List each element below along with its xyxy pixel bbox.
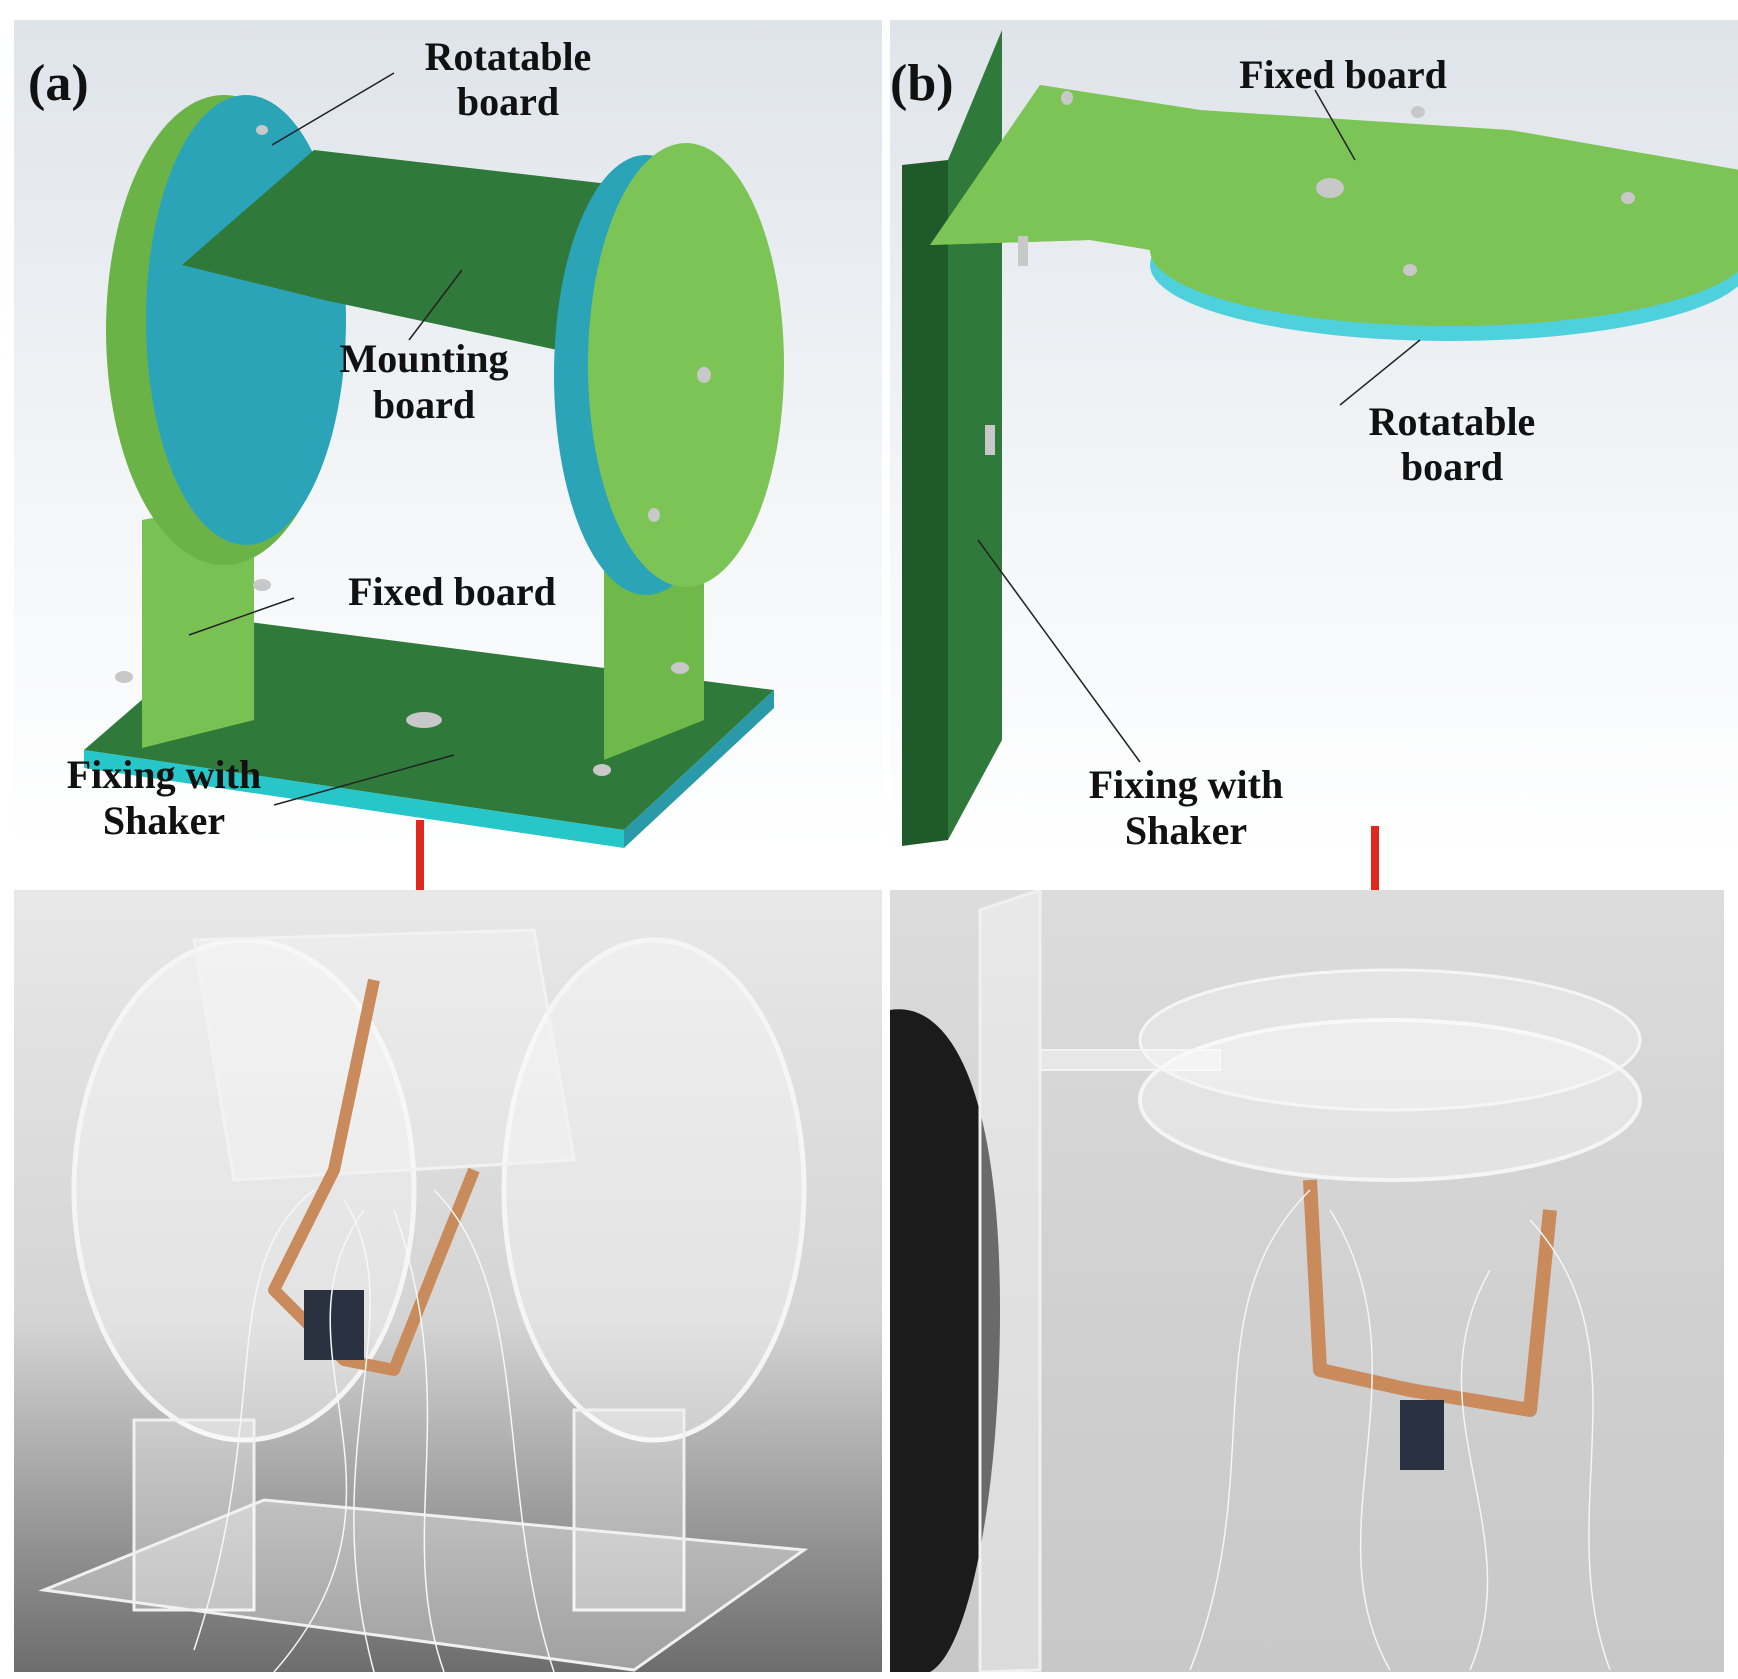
- leader-lines: [188, 72, 463, 806]
- label-b-fixing-line1: Fixing with: [1089, 762, 1283, 807]
- panel-a-tag: (a): [28, 55, 89, 112]
- panel-a-render: (a) Rotatable board Mounting board Fixed…: [14, 20, 882, 848]
- label-b-rotatable-line2: board: [1401, 444, 1503, 489]
- panel-b-photo: [890, 890, 1724, 1672]
- label-a-fixing-line1: Fixing with: [67, 752, 261, 797]
- label-b-fixing-line2: Shaker: [1125, 808, 1247, 853]
- acrylic-left-support: [132, 1418, 256, 1612]
- label-a-mounting-line2: board: [373, 382, 475, 427]
- panel-a-cad-drawing: (a) Rotatable board Mounting board Fixed…: [28, 34, 784, 848]
- mounting-board: [182, 150, 644, 360]
- panel-b-cad-drawing: (b) Fixed board Rotatable board Fixing w…: [890, 30, 1738, 853]
- tip-mass-a: [304, 1290, 364, 1360]
- copper-beam-b: [1303, 1179, 1557, 1417]
- photo-a-sketch: [38, 928, 809, 1672]
- acrylic-disc-right: [501, 937, 807, 1443]
- base-plate-edge: [84, 750, 624, 848]
- label-b-rotatable-line1: Rotatable: [1369, 399, 1536, 444]
- acrylic-disc-b: [1138, 1018, 1642, 1182]
- bolts: [115, 125, 711, 776]
- acrylic-arm: [1039, 1049, 1221, 1071]
- wires-b: [1189, 1189, 1611, 1671]
- label-a-rotatable-line2: board: [457, 79, 559, 124]
- shaker-body: [890, 1009, 1000, 1672]
- bolts-b: [985, 91, 1635, 455]
- panel-b-render: (b) Fixed board Rotatable board Fixing w…: [890, 20, 1738, 860]
- label-a-fixing-line2: Shaker: [103, 798, 225, 843]
- label-a-fixed-board: Fixed board: [348, 569, 556, 614]
- acrylic-base: [38, 1498, 809, 1672]
- panel-a-photo: [14, 890, 882, 1672]
- right-fixed-disc: [588, 143, 784, 587]
- acrylic-mounting-board: [192, 928, 576, 1182]
- panel-b-tag: (b): [890, 55, 954, 112]
- acrylic-right-support: [572, 1408, 686, 1612]
- tip-mass-b: [1400, 1400, 1444, 1470]
- label-a-rotatable-line1: Rotatable: [425, 34, 592, 79]
- label-a-mounting-line1: Mounting: [340, 336, 509, 381]
- label-b-fixed-board: Fixed board: [1239, 52, 1447, 97]
- wires-a: [193, 1189, 555, 1672]
- leader-lines-b: [977, 89, 1421, 763]
- photo-b-sketch: [890, 890, 1642, 1672]
- acrylic-vertical-plate: [978, 890, 1042, 1672]
